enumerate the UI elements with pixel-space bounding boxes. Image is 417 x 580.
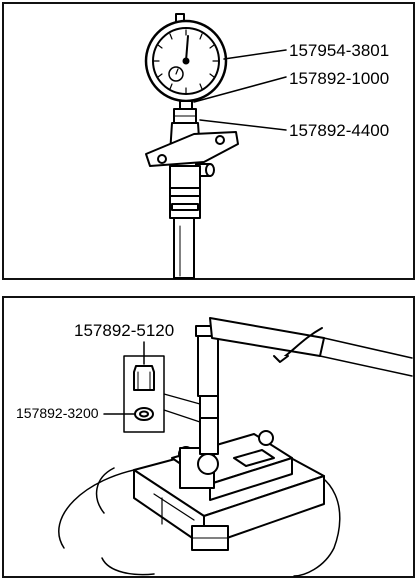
part-label-gauge: 157954-3801 [289, 41, 389, 60]
part-label-washer: 157892-3200 [16, 405, 99, 421]
bottom-illustration-panel: 157892-5120 157892-3200 [2, 296, 415, 578]
dial-gauge-assembly-drawing: 157954-3801 157892-1000 157892-4400 [144, 13, 389, 279]
part-label-nut: 157892-5120 [74, 321, 174, 340]
part-label-holder: 157892-4400 [289, 121, 389, 140]
vise-and-wrench-drawing: 157892-5120 157892-3200 [16, 317, 413, 577]
part-label-adapter: 157892-1000 [289, 69, 389, 88]
top-illustration-panel: 157954-3801 157892-1000 157892-4400 [2, 2, 415, 280]
